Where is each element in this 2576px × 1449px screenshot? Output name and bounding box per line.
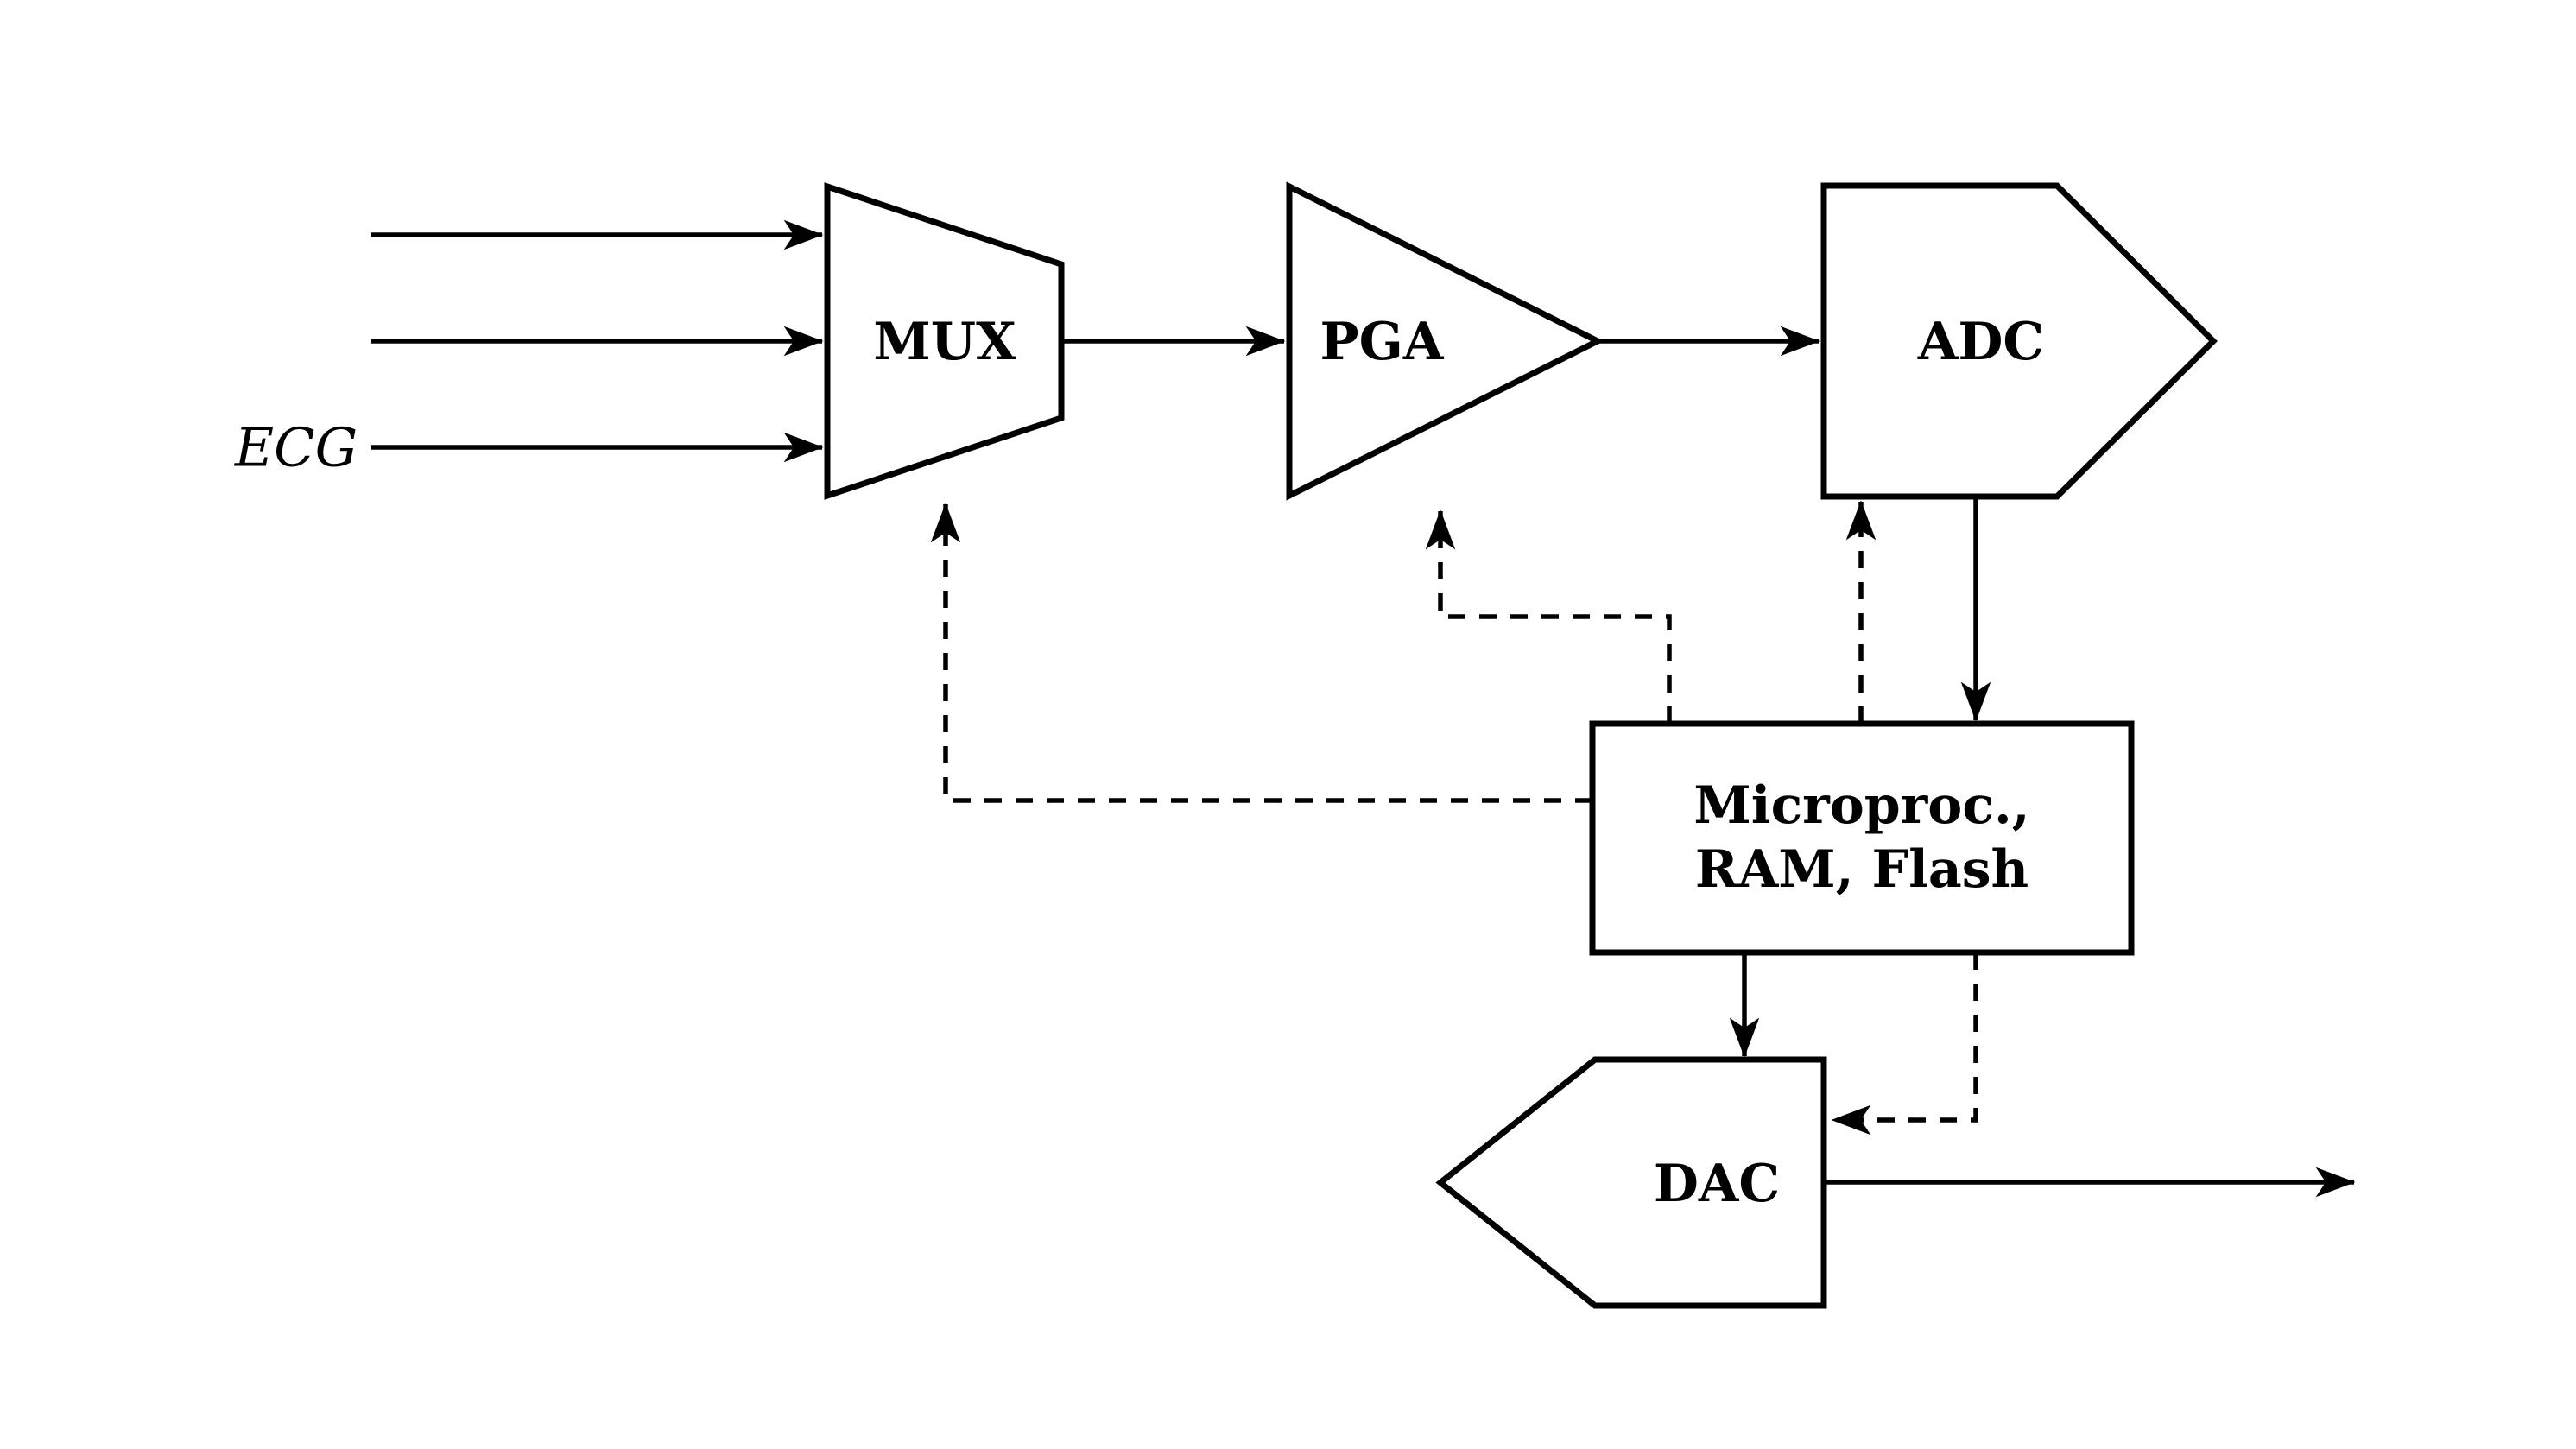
- mux-control-dashed-arrow: [930, 503, 1592, 803]
- mux-block: [824, 182, 1065, 500]
- dac-control-dashed-arrow: [1831, 952, 1978, 1136]
- mux-label: MUX: [873, 312, 1016, 372]
- ecg-label: ECG: [234, 416, 358, 479]
- pga-block: [1286, 181, 1604, 501]
- dac-label: DAC: [1654, 1154, 1780, 1214]
- pga-label: PGA: [1320, 312, 1445, 372]
- micro-label-line1: Microproc.,: [1693, 775, 2029, 836]
- adc-block: [1820, 182, 2218, 500]
- micro-label-line2: RAM, Flash: [1695, 839, 2029, 900]
- adc-label: ADC: [1917, 312, 2044, 372]
- pga-control-dashed-arrow: [1425, 509, 1672, 724]
- microprocessor-block: [1589, 720, 2135, 956]
